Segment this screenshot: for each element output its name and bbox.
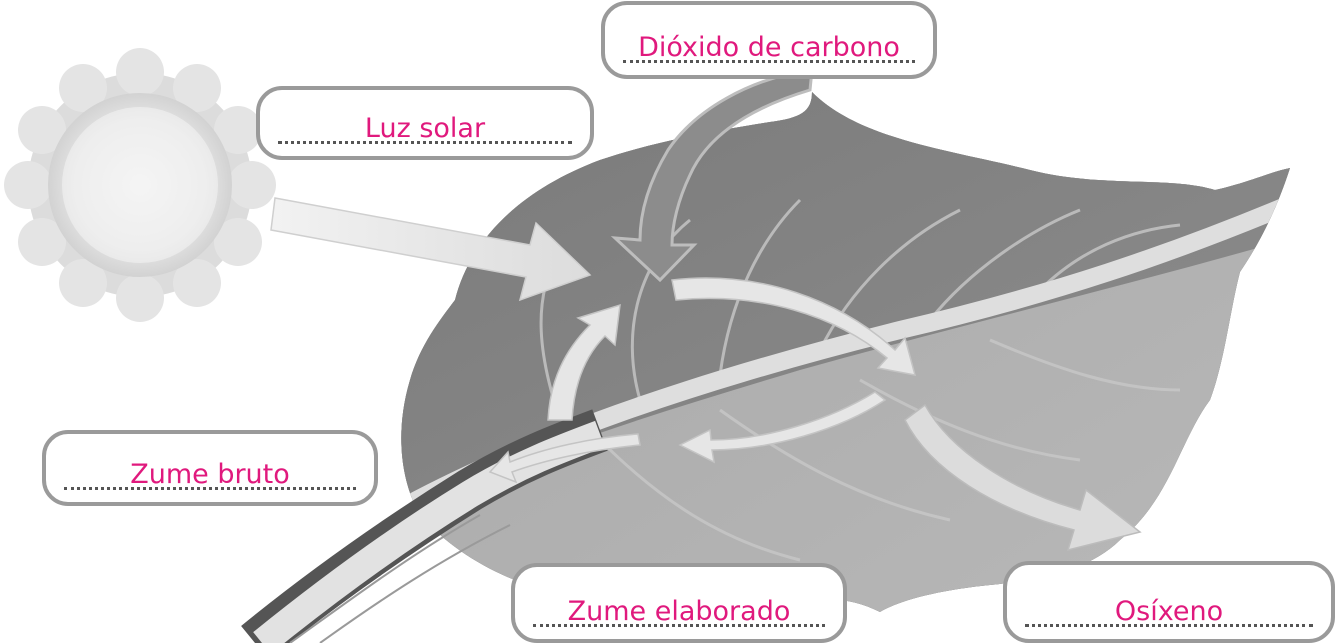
stem-sap-lines [289,514,511,643]
processed-sap-label: Zume elaborado [567,596,791,627]
sunlight-label: Luz solar [364,113,486,144]
sunlight-arrow [270,197,592,302]
carbon-dioxide-arrow [610,68,814,283]
internal-flow-arrow [671,277,917,376]
dotted-answer-line [1025,624,1313,627]
dotted-answer-line [64,487,356,490]
processed-sap-arrow [678,391,887,464]
raw-sap-label: Zume bruto [130,459,290,490]
oxygen-arrow [904,403,1142,552]
dotted-answer-line [623,60,915,63]
dotted-answer-line [533,624,825,627]
oxygen-label: Osíxeno [1114,596,1224,627]
carbon-dioxide-label: Dióxido de carbono [638,32,900,63]
raw-sap-arrow-up [547,303,621,421]
label-box-raw-sap[interactable]: Zume bruto [42,430,378,506]
sap-to-stem-arrow [488,433,641,484]
dotted-answer-line [278,141,572,144]
leaf-illustration [241,92,1290,643]
label-box-carbon-dioxide[interactable]: Dióxido de carbono [601,1,937,79]
label-box-oxygen[interactable]: Osíxeno [1003,561,1335,643]
sun-icon [4,48,276,322]
label-box-sunlight[interactable]: Luz solar [256,86,594,160]
label-box-processed-sap[interactable]: Zume elaborado [511,563,847,643]
